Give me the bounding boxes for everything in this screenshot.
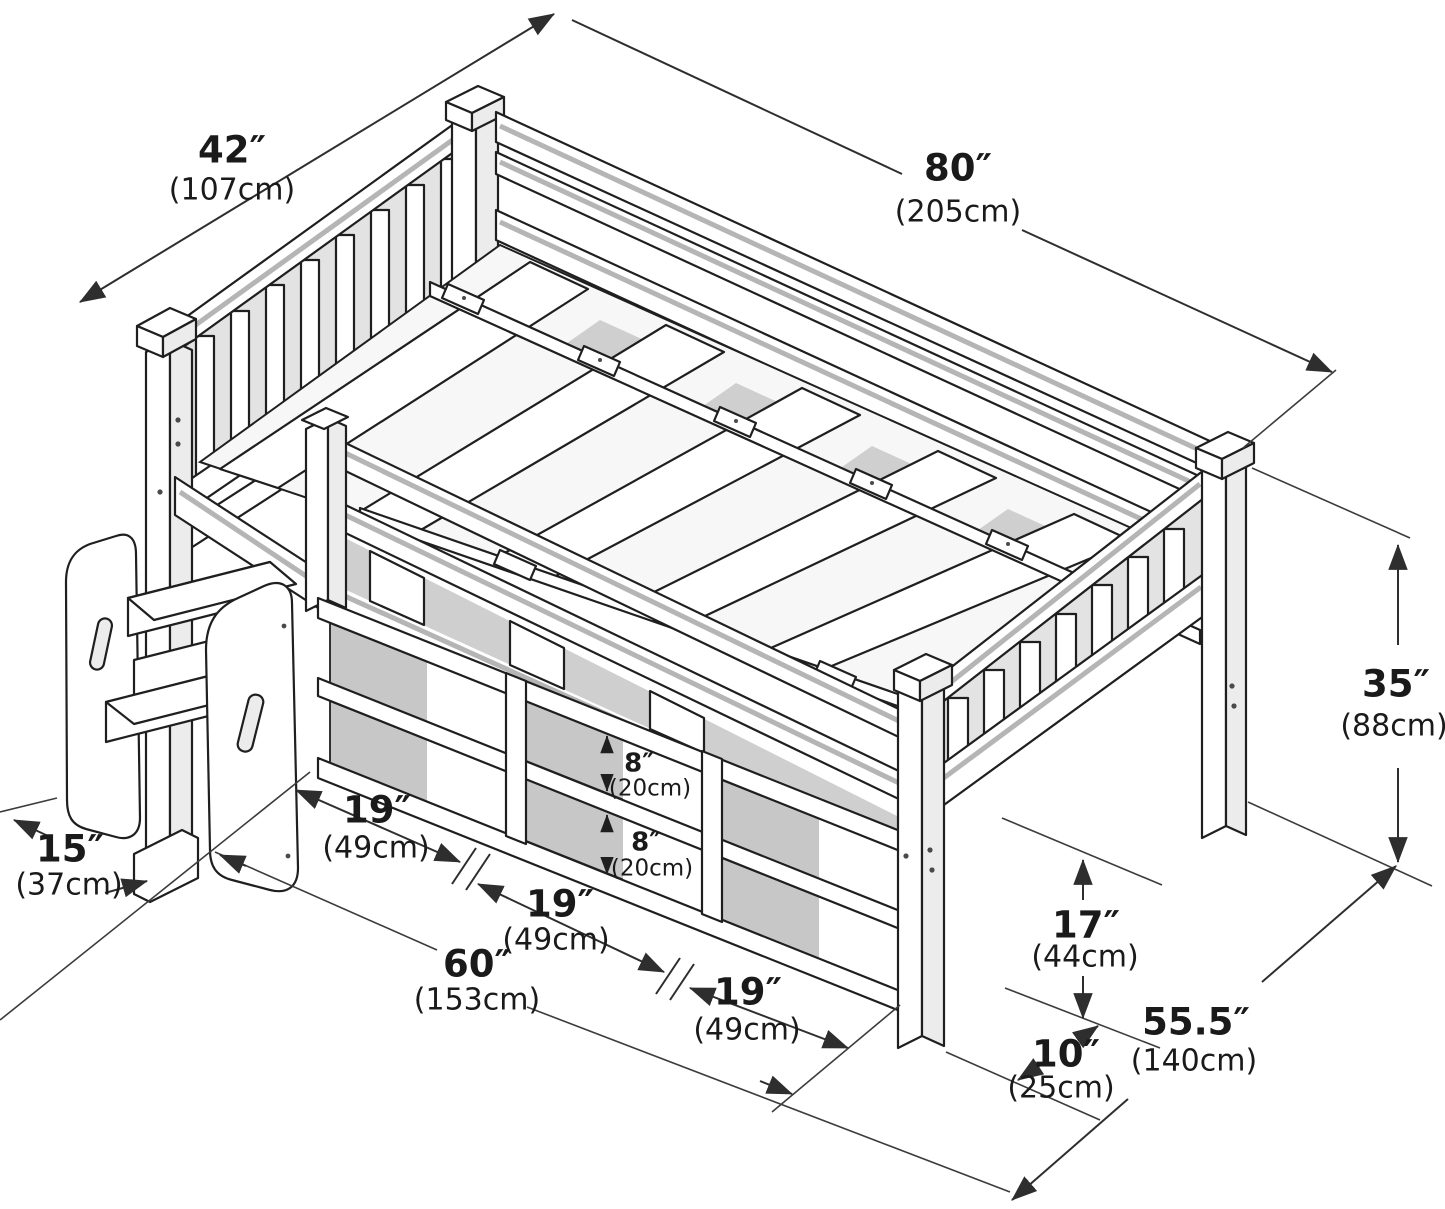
post-foot xyxy=(132,828,200,904)
dim-label-cm: (88cm) xyxy=(1340,709,1445,744)
dim-17in-clearance: 17″ (44cm) xyxy=(1001,817,1163,1049)
dim-19in-cubby-3: 19″ (49cm) xyxy=(688,971,850,1049)
dim-80in-bed-length: 80″ (205cm) xyxy=(571,19,1337,449)
dim-label-cm: (20cm) xyxy=(611,856,693,882)
dim-label-inches: 19″ xyxy=(343,789,411,832)
dim-19in-cubby-2: 19″ (49cm) xyxy=(477,883,695,1001)
dim-15in-step-depth: 15″ (37cm) xyxy=(0,797,149,903)
dim-label-inches: 60″ xyxy=(443,943,511,986)
dim-label-inches: 55.5″ xyxy=(1142,1001,1250,1044)
step-handle-slot xyxy=(88,617,114,671)
step-left-panel xyxy=(64,533,142,840)
dim-label-inches: 80″ xyxy=(924,147,992,190)
dim-label-inches: 10″ xyxy=(1032,1033,1100,1076)
back-guard-rails xyxy=(494,110,1240,584)
dim-label-cm: (44cm) xyxy=(1031,940,1138,975)
step-upper-tread xyxy=(126,560,298,622)
dim-label-cm: (49cm) xyxy=(502,923,609,958)
footboard-slats xyxy=(946,527,1186,762)
cubby-cells xyxy=(329,622,899,991)
dim-label-inches: 15″ xyxy=(36,828,104,871)
cubby-divider xyxy=(700,749,724,924)
dim-label-inches: 19″ xyxy=(526,883,594,926)
footboard xyxy=(920,430,1256,840)
guard-post xyxy=(300,406,350,613)
slat-end-band xyxy=(333,532,905,845)
storage-cubbies xyxy=(316,596,940,1028)
footboard-rear-leg xyxy=(1194,430,1256,840)
dim-60in-storage-width: 60″ (153cm) xyxy=(0,771,1011,1193)
dim-label-cm: (25cm) xyxy=(1007,1071,1114,1106)
dim-label-cm: (153cm) xyxy=(414,983,540,1018)
cubby-divider xyxy=(504,671,528,846)
dim-label-cm: (107cm) xyxy=(169,173,295,208)
dim-10in-offset: 10″ (25cm) xyxy=(945,1025,1115,1121)
dim-label-inches: 42″ xyxy=(198,129,266,172)
dim-8in-cubby-bottom: 8″ (20cm) xyxy=(600,814,693,882)
dim-label-inches: 8″ xyxy=(624,749,654,779)
dim-42in-headboard-width: 42″ (107cm) xyxy=(79,13,555,303)
dim-label-cm: (140cm) xyxy=(1131,1044,1257,1079)
dim-label-cm: (37cm) xyxy=(15,868,122,903)
dim-label-cm: (49cm) xyxy=(322,831,429,866)
dim-label-inches: 17″ xyxy=(1052,904,1120,947)
dim-label-inches: 19″ xyxy=(714,971,782,1014)
dim-label-inches: 35″ xyxy=(1362,663,1430,706)
dim-label-inches: 8″ xyxy=(631,828,661,858)
footboard-front-leg xyxy=(892,652,954,1050)
dim-35in-bed-height: 35″ (88cm) xyxy=(1247,467,1445,887)
dim-label-cm: (205cm) xyxy=(895,195,1021,230)
dim-label-cm: (20cm) xyxy=(609,776,691,802)
dim-19in-cubby-1: 19″ (49cm) xyxy=(295,789,491,891)
dim-8in-cubby-top: 8″ (20cm) xyxy=(600,735,691,802)
dim-label-cm: (49cm) xyxy=(693,1013,800,1048)
step-stool xyxy=(64,533,300,893)
dim-55in-overall-depth: 55.5″ (140cm) xyxy=(1011,865,1397,1201)
step-handle-slot xyxy=(236,693,265,753)
